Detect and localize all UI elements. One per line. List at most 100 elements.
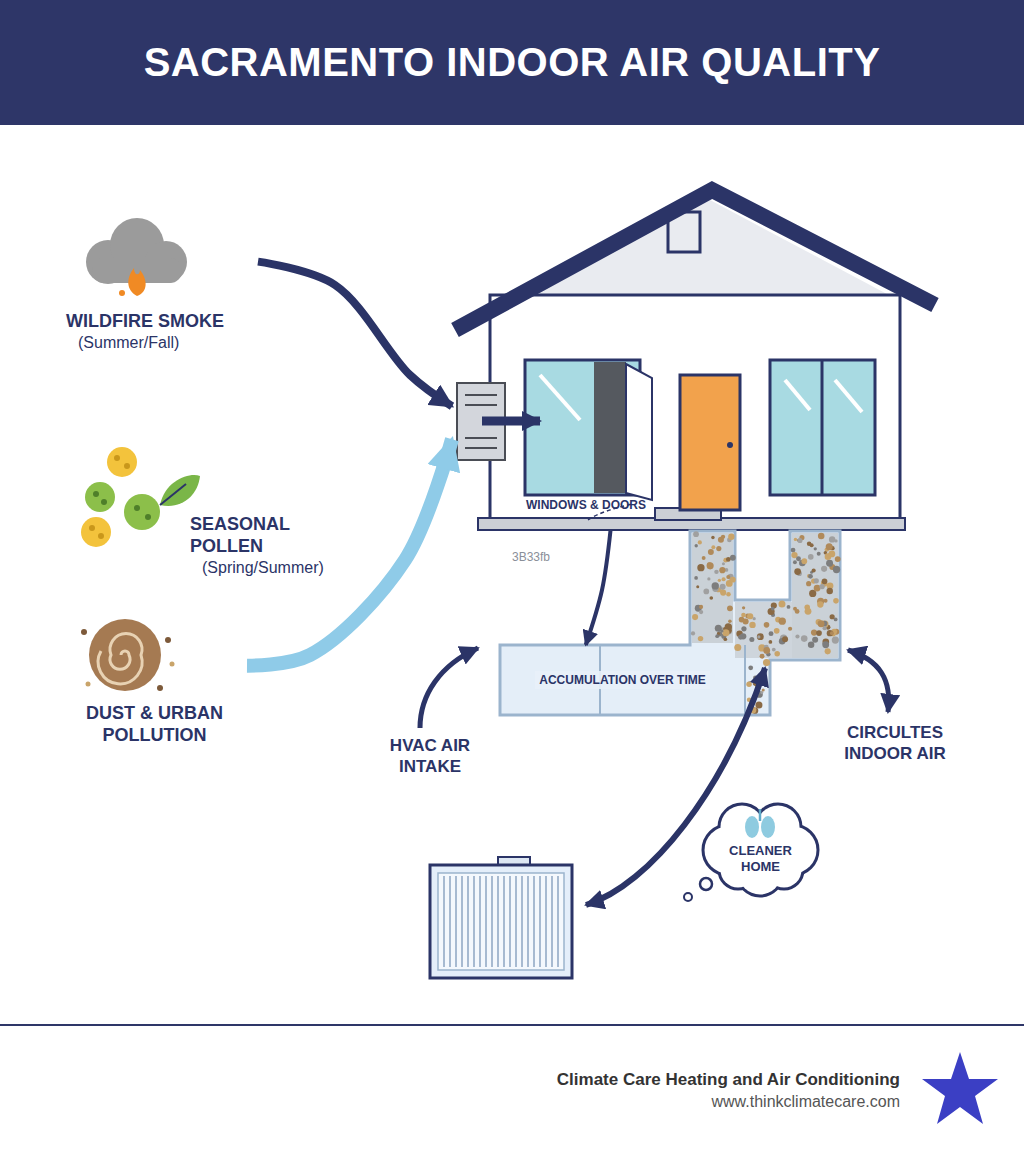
filter-pleats [491, 876, 493, 967]
duct [744, 645, 746, 715]
duct-particles [833, 566, 840, 573]
pollen-icon [145, 514, 151, 520]
duct-particles [749, 622, 755, 628]
footer-rule [0, 1024, 1024, 1026]
duct-particles [698, 636, 703, 641]
duct [792, 533, 838, 658]
duct [500, 531, 840, 715]
duct-particles [806, 581, 811, 586]
duct-particles [772, 648, 776, 652]
duct-particles [720, 584, 726, 590]
duct-particles [763, 659, 770, 666]
duct-particles [795, 634, 799, 638]
duct-particles [694, 576, 698, 580]
flow-arrow [258, 262, 452, 407]
filter-pleats [551, 876, 553, 967]
filter-pleats [497, 876, 499, 967]
pollen-icon [124, 463, 130, 469]
filter-pleats [539, 876, 541, 967]
duct-particles [818, 620, 825, 627]
duct-particles [727, 605, 733, 611]
duct-particles [760, 654, 765, 659]
node-heading: CLEANER HOME [721, 843, 801, 875]
duct-particles [695, 544, 698, 547]
node-heading: WILDFIRE SMOKE [66, 310, 258, 332]
duct-particles [801, 635, 808, 642]
company-url: www.thinkclimatecare.com [712, 1092, 901, 1112]
pollen-icon [114, 455, 120, 461]
pollen-icon [85, 482, 115, 512]
filter-pleats [521, 876, 523, 967]
filter-pleats [449, 876, 451, 967]
house [455, 190, 935, 330]
house [525, 360, 640, 495]
duct-particles [709, 596, 713, 600]
duct-particles [822, 578, 828, 584]
dust-icon [165, 637, 171, 643]
filter-pleats [485, 876, 487, 967]
air-filter [430, 865, 572, 978]
node-heading: SEASONAL POLLEN [190, 513, 350, 557]
duct-particles [726, 592, 731, 597]
duct-particles [697, 564, 704, 571]
duct-particles [718, 579, 721, 582]
duct-particles [728, 619, 732, 623]
title-text: SACRAMENTO INDOOR AIR QUALITY [0, 0, 1024, 125]
house [680, 375, 740, 510]
duct-particles [699, 610, 703, 614]
dust-icon [157, 685, 163, 691]
pollen-icon [124, 494, 160, 530]
duct-particles [835, 556, 841, 562]
duct-particles [771, 607, 775, 611]
dust-icon [170, 662, 175, 667]
house [465, 447, 497, 449]
duct-particles [738, 635, 743, 640]
duct-particles [779, 617, 786, 624]
duct-particles [712, 582, 719, 589]
source-label: DUST & URBAN POLLUTION [62, 600, 247, 746]
duct-particles [795, 609, 800, 614]
pollen-icon [93, 491, 99, 497]
house [727, 442, 733, 448]
duct-particles [817, 601, 823, 607]
duct-particles [808, 574, 813, 579]
duct-particles [796, 556, 801, 561]
duct-particles [720, 629, 723, 632]
bubble-trail [700, 878, 712, 890]
smoke-icon [119, 290, 125, 296]
duct [735, 602, 792, 658]
pollen-icon [160, 484, 186, 505]
air-filter [430, 857, 572, 978]
duct-particles [782, 636, 788, 642]
duct-particles [723, 637, 727, 641]
duct-particles [753, 675, 758, 680]
duct-particles [722, 629, 729, 636]
duct-particles [749, 637, 754, 642]
duct-particles [814, 585, 821, 592]
duct-particles [741, 626, 746, 631]
duct-particles [741, 613, 746, 618]
circulation-arrow [848, 650, 889, 712]
pollen-icon [160, 475, 200, 506]
duct-particles [774, 628, 780, 634]
duct-particles [812, 568, 816, 572]
duct-particles [797, 538, 802, 543]
flow-arrow [247, 439, 452, 665]
thought-bubble: CLEANER HOME [698, 795, 823, 900]
source-label: WILDFIRE SMOKE(Summer/Fall) [58, 222, 258, 354]
duct-particles [726, 575, 730, 579]
duct-particles [791, 548, 796, 553]
duct-particles [707, 562, 712, 567]
duct-particles [696, 585, 699, 588]
duct-particles [742, 606, 745, 609]
filter-pleats [527, 876, 529, 967]
house-box: WINDOWS & DOORS [452, 255, 905, 530]
house [770, 360, 875, 495]
house [594, 362, 626, 493]
house [835, 380, 862, 412]
house [465, 394, 497, 396]
house [465, 404, 497, 406]
duct-particles [691, 631, 695, 635]
